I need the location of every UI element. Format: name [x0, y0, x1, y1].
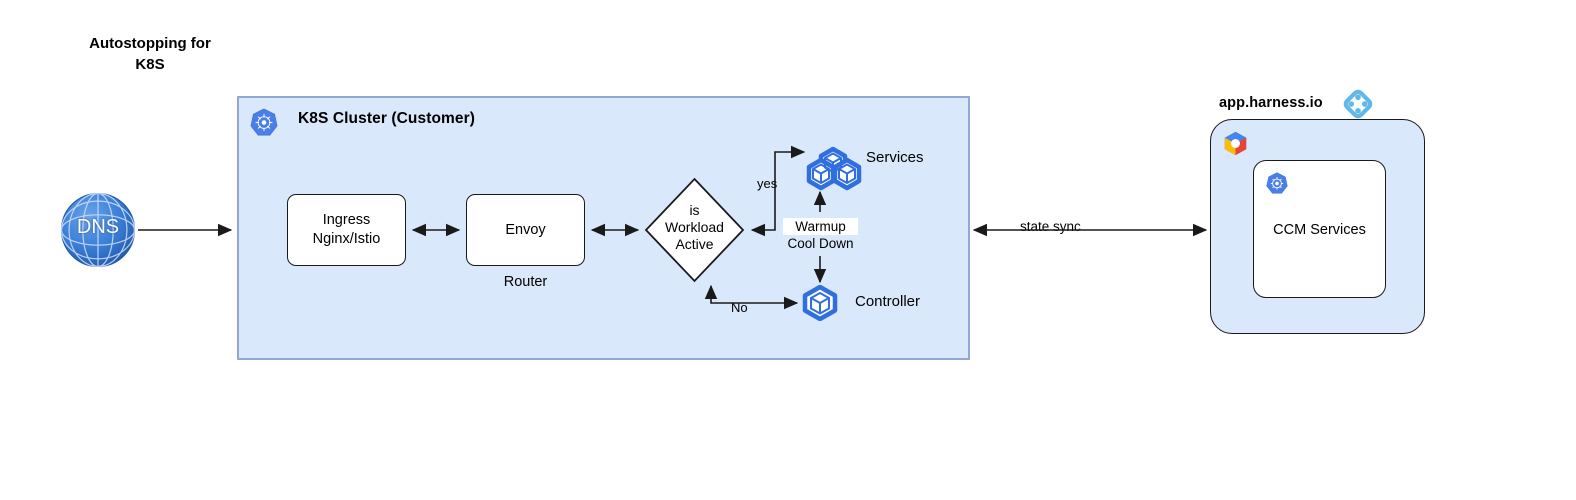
page-title: Autostopping for K8S [89, 35, 211, 73]
controller-cube-icon [801, 284, 839, 322]
edge-label-state-sync: state sync [1018, 219, 1083, 234]
ingress-node[interactable]: Ingress Nginx/Istio [287, 194, 406, 266]
harness-logo-icon [1342, 89, 1374, 119]
envoy-node[interactable]: Envoy [466, 194, 585, 266]
warmup-label: Warmup [783, 218, 858, 235]
ccm-services-label: CCM Services [1273, 222, 1366, 238]
edge-label-yes: yes [757, 176, 778, 191]
services-label: Services [866, 149, 924, 166]
controller-label: Controller [855, 293, 921, 310]
gcp-icon [1222, 131, 1249, 156]
kubernetes-icon [250, 108, 278, 136]
cooldown-label: Cool Down [787, 236, 854, 251]
globe-icon [60, 192, 136, 268]
edge-label-no: No [731, 300, 748, 315]
kubernetes-icon [1266, 172, 1288, 194]
harness-title: app.harness.io [1219, 95, 1323, 111]
k8s-cluster-label: K8S Cluster (Customer) [298, 110, 476, 127]
services-cubes-icon [804, 136, 866, 194]
decision-node[interactable] [644, 177, 745, 283]
router-caption: Router [503, 274, 548, 290]
